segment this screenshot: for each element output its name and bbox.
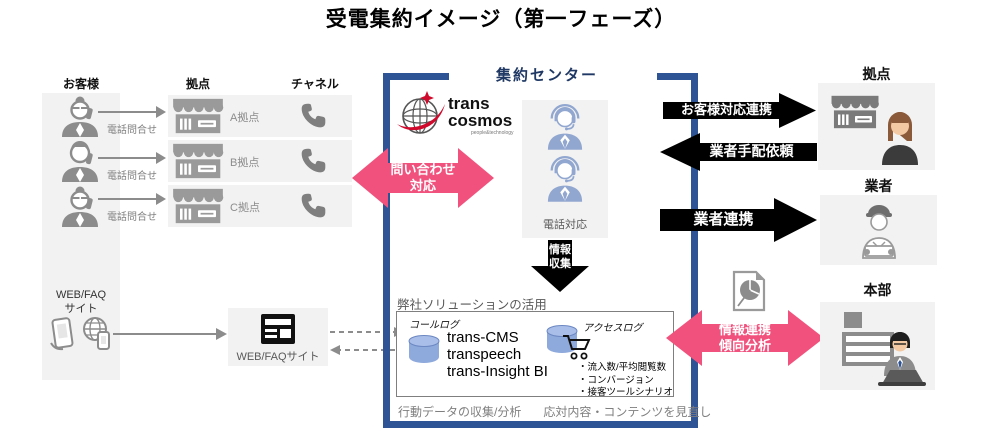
smartphone-icon	[48, 317, 78, 351]
base-row-c: C拠点	[168, 185, 352, 227]
webfaq-source-label: WEB/FAQ サイト	[55, 289, 107, 315]
store-icon	[172, 143, 224, 179]
vendor-link-arrow: 業者連携	[660, 196, 817, 244]
hq-person-laptop-icon	[876, 328, 928, 388]
page-title: 受電集約イメージ（第一フェーズ）	[325, 8, 677, 31]
collect-info-arrow-label: 情報収集	[549, 244, 571, 270]
access-log-label: アクセスログ	[583, 323, 643, 334]
product-trans-insight-bi: trans-Insight BI	[447, 363, 548, 380]
phone-inquiry-arrow	[98, 192, 166, 206]
right-vendor-panel	[820, 195, 937, 265]
center-box-border-right	[691, 73, 698, 428]
customer-icon	[58, 185, 102, 227]
inquiry-arrow: 問い合わせ対応	[352, 143, 494, 213]
database-icon	[407, 334, 441, 364]
phone-inquiry-arrow	[98, 151, 166, 165]
customer-icon	[58, 140, 102, 182]
vendor-link-arrow-label: 業者連携	[693, 210, 754, 228]
column-header-channel: チャネル	[291, 77, 339, 91]
info-link-arrow: 情報連携傾向分析	[666, 306, 824, 370]
product-trans-cms: trans-CMS	[447, 329, 519, 346]
column-header-customer: お客様	[62, 77, 99, 91]
phone-icon	[300, 192, 327, 219]
right-hq-header: 本部	[863, 282, 892, 298]
center-box-border-top-left	[383, 73, 449, 80]
cart-icon	[562, 334, 592, 361]
browser-icon	[261, 314, 295, 344]
center-box-title: 集約センター	[495, 67, 598, 84]
phone-inquiry-label: 電話問合せ	[107, 125, 157, 136]
vendor-request-arrow: 業者手配依頼	[660, 131, 817, 173]
operator-icon	[546, 104, 584, 150]
customer-link-arrow-label: お客様対応連携	[680, 102, 772, 118]
right-base-panel	[818, 83, 935, 170]
database-icon	[545, 324, 579, 354]
product-list: trans-CMS transpeech trans-Insight BI	[447, 329, 548, 380]
operator-icon	[546, 156, 584, 202]
product-transpeech: transpeech	[447, 346, 522, 363]
center-box-border-left	[383, 73, 390, 428]
staff-woman-icon	[878, 109, 922, 165]
phone-inquiry-arrow	[98, 105, 166, 119]
base-label: B拠点	[230, 157, 260, 169]
store-icon	[830, 95, 880, 129]
base-label: A拠点	[230, 112, 260, 124]
report-document-icon	[732, 270, 766, 312]
dashed-arrow-left	[330, 344, 404, 356]
worker-icon	[857, 200, 901, 260]
center-box-border-bottom	[383, 421, 698, 428]
inquiry-arrow-label: 問い合わせ対応	[390, 161, 456, 193]
operator-panel: 電話対応	[522, 100, 608, 238]
vendor-request-arrow-label: 業者手配依頼	[709, 143, 794, 160]
whiteboard-icon	[840, 310, 896, 366]
phone-icon	[300, 102, 327, 129]
webfaq-box-label: WEB/FAQサイト	[236, 351, 320, 363]
column-header-base: 拠点	[185, 77, 210, 91]
right-base-header: 拠点	[862, 66, 891, 82]
base-row-a: A拠点	[168, 95, 352, 137]
store-icon	[172, 98, 224, 134]
webfaq-box: WEB/FAQサイト	[228, 308, 328, 366]
right-hq-panel	[820, 302, 935, 390]
info-link-arrow-label: 情報連携傾向分析	[718, 321, 771, 353]
base-row-b: B拠点	[168, 140, 352, 182]
globe-phone-icon	[80, 315, 114, 351]
solution-caption: 行動データの収集/分析 応対内容・コンテンツを見直し	[398, 403, 711, 420]
customer-icon	[58, 95, 102, 137]
logo-text-top: trans	[448, 94, 490, 113]
collect-info-arrow: 情報収集	[531, 240, 589, 292]
phone-inquiry-label: 電話問合せ	[107, 171, 157, 182]
solution-box: コールログ trans-CMS transpeech trans-Insight…	[396, 311, 674, 398]
logo-text-bottom: cosmos	[448, 111, 512, 130]
store-icon	[172, 188, 224, 224]
phone-support-label: 電話対応	[543, 219, 587, 231]
webfaq-arrow	[113, 327, 227, 341]
dashed-arrow-right	[330, 326, 404, 338]
phone-inquiry-label: 電話問合せ	[107, 212, 157, 223]
right-vendor-header: 業者	[864, 178, 893, 194]
solution-header: 弊社ソリューションの活用	[397, 298, 547, 312]
base-label: C拠点	[230, 202, 260, 214]
access-metrics: ・流入数/平均閲覧数 ・コンバージョン ・接客ツールシナリオ	[578, 362, 674, 398]
call-log-label: コールログ	[409, 320, 459, 331]
customer-link-arrow: お客様対応連携	[663, 92, 816, 129]
caption-collect: 行動データの収集/分析	[398, 405, 522, 419]
transcosmos-logo: trans cosmos people&technology	[396, 90, 524, 140]
phone-icon	[300, 147, 327, 174]
logo-tagline: people&technology	[471, 130, 514, 136]
center-box-border-top-right	[657, 73, 698, 80]
caption-review: 応対内容・コンテンツを見直し	[543, 405, 712, 419]
